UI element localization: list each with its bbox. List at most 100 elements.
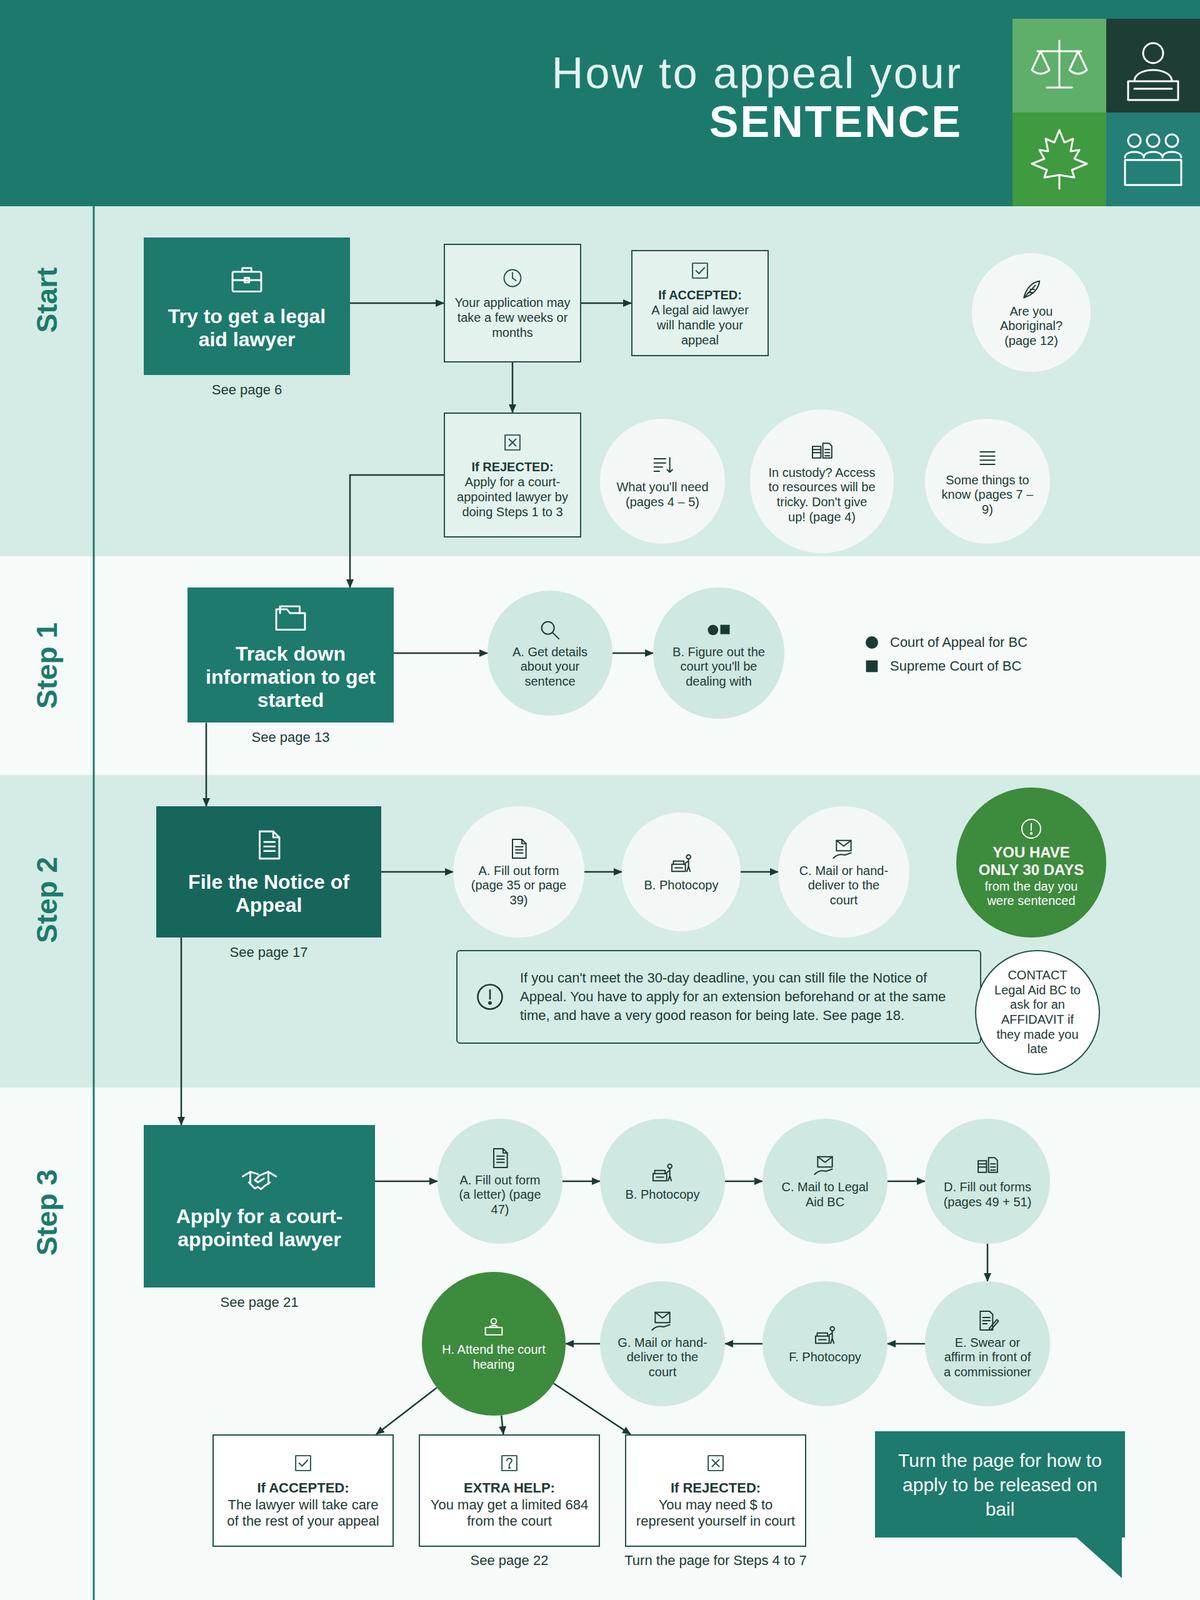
connector [381, 871, 454, 874]
icon-tile [1012, 18, 1107, 113]
outcome-box: If REJECTED:You may need $ to represent … [625, 1434, 807, 1547]
icon-part [655, 1311, 670, 1318]
note-box: Your application may take a few weeks or… [443, 243, 582, 363]
icon-part [508, 438, 516, 446]
action-circle: What you'll need (pages 4 – 5) [600, 418, 725, 544]
judge-icon [1128, 70, 1179, 100]
icon [228, 261, 265, 298]
icon [1018, 276, 1044, 302]
icon-part [720, 624, 730, 634]
icon-part [1023, 285, 1035, 298]
step-box: Apply for a court-appointed lawyerSee pa… [143, 1125, 375, 1288]
connector [393, 652, 488, 655]
node-text: The lawyer will take care of the rest of… [222, 1496, 384, 1530]
icon [473, 980, 507, 1014]
icon-part [836, 840, 851, 846]
icon-part [1030, 823, 1032, 831]
legend-row: Supreme Court of BC [862, 656, 1028, 676]
page-reference: Turn the page for Steps 4 to 7 [613, 1551, 818, 1570]
icon-part [250, 1171, 269, 1184]
icon-part [295, 1456, 311, 1472]
node-text: B. Photocopy [636, 878, 727, 894]
node-text: E. Swear or affirm in front of a commiss… [940, 1335, 1035, 1380]
icon-part [488, 1001, 491, 1004]
icon-part [260, 831, 280, 859]
scales-icon [1031, 51, 1087, 74]
action-circle: A. Fill out form (page 35 or page 39) [453, 806, 585, 938]
icon [650, 1160, 675, 1185]
connector [725, 1180, 763, 1183]
icon-part [978, 1161, 987, 1173]
icon-part [1023, 280, 1040, 298]
judge-icon [1143, 43, 1164, 64]
jury-icon [1165, 134, 1179, 147]
action-circle: CONTACT Legal Aid BC to ask for an AFFID… [975, 950, 1100, 1075]
icon-part [478, 985, 503, 1010]
icon-part [865, 636, 879, 649]
step-band: StartTry to get a legal aid lawyerSee pa… [0, 206, 1200, 557]
connector [205, 722, 208, 807]
action-circle: B. Figure out the court you'll be dealin… [653, 587, 785, 719]
note-box: If ACCEPTED:A legal aid lawyer will hand… [631, 250, 769, 357]
band-label: Step 2 [30, 856, 64, 944]
icon-part [866, 660, 879, 673]
outcome-box: If ACCEPTED:The lawyer will take care of… [212, 1434, 394, 1547]
node-text: F. Photocopy [777, 1350, 873, 1365]
icon [975, 1152, 1000, 1178]
icon-part [299, 1460, 308, 1467]
node-text: A. Fill out form (page 35 or page 39) [468, 863, 569, 909]
icon-part [817, 1156, 832, 1163]
icon-part [506, 1458, 512, 1466]
icon-part [673, 861, 685, 869]
icon-part [812, 449, 821, 453]
connector [581, 302, 632, 305]
action-circle: B. Photocopy [621, 812, 741, 932]
icon [862, 633, 882, 652]
node-text: You may get a limited 684 from the court [428, 1496, 590, 1530]
icon-part [989, 1319, 999, 1330]
icon-part [654, 458, 673, 473]
node-text: Turn the page for how to apply to be rel… [893, 1448, 1107, 1522]
node-text: G. Mail or hand-deliver to the court [615, 1335, 710, 1380]
icon-part [512, 839, 527, 859]
connector [562, 1180, 600, 1183]
legend-text: Supreme Court of BC [890, 658, 1022, 675]
connector [376, 1387, 437, 1435]
icon-tile [1106, 112, 1200, 207]
page-reference: See page 17 [143, 943, 394, 962]
icon-part [666, 1168, 672, 1182]
icon [703, 1451, 728, 1475]
step-band: Step 2File the Notice of AppealSee page … [0, 775, 1200, 1088]
icon-part [496, 1148, 508, 1163]
node-text: A. Fill out form (a letter) (page 47) [452, 1173, 548, 1218]
icon-part [817, 1333, 829, 1340]
icon-part [708, 624, 719, 635]
connector [501, 1415, 504, 1435]
page-reference: See page 13 [175, 728, 407, 747]
icon [862, 656, 882, 676]
icon [487, 1145, 513, 1171]
outcome-box: EXTRA HELP:You may get a limited 684 fro… [418, 1434, 600, 1547]
band-label: Step 1 [30, 622, 64, 709]
icon-part [242, 1171, 276, 1183]
icon-part [1021, 819, 1041, 839]
icon-part [232, 271, 262, 292]
node-text: Your application may take a few weeks or… [453, 295, 572, 340]
node-text: B. Figure out the court you'll be dealin… [668, 645, 769, 690]
action-circle: YOU HAVE ONLY 30 DAYSfrom the day you we… [956, 787, 1107, 938]
legend-text: Court of Appeal for BC [890, 634, 1028, 651]
heading-text: If REJECTED: [670, 1480, 761, 1497]
node-text: A. Get details about your sentence [502, 645, 598, 690]
step-box: Track down information to get startedSee… [187, 587, 394, 723]
action-circle: B. Photocopy [600, 1118, 725, 1244]
icon-part [833, 852, 851, 858]
node-text: H. Attend the court hearing [439, 1342, 549, 1372]
icon [506, 836, 532, 862]
action-circle: A. Fill out form (a letter) (page 47) [437, 1118, 563, 1244]
icon-part [489, 990, 492, 999]
scales-icon [1037, 40, 1082, 88]
step-box: Try to get a legal aid lawyerSee page 6 [143, 237, 350, 375]
action-circle: E. Swear or affirm in front of a commiss… [925, 1281, 1050, 1407]
node-text: C. Mail to Legal Aid BC [777, 1180, 873, 1210]
action-circle: Are you Aboriginal? (page 12) [971, 253, 1091, 372]
